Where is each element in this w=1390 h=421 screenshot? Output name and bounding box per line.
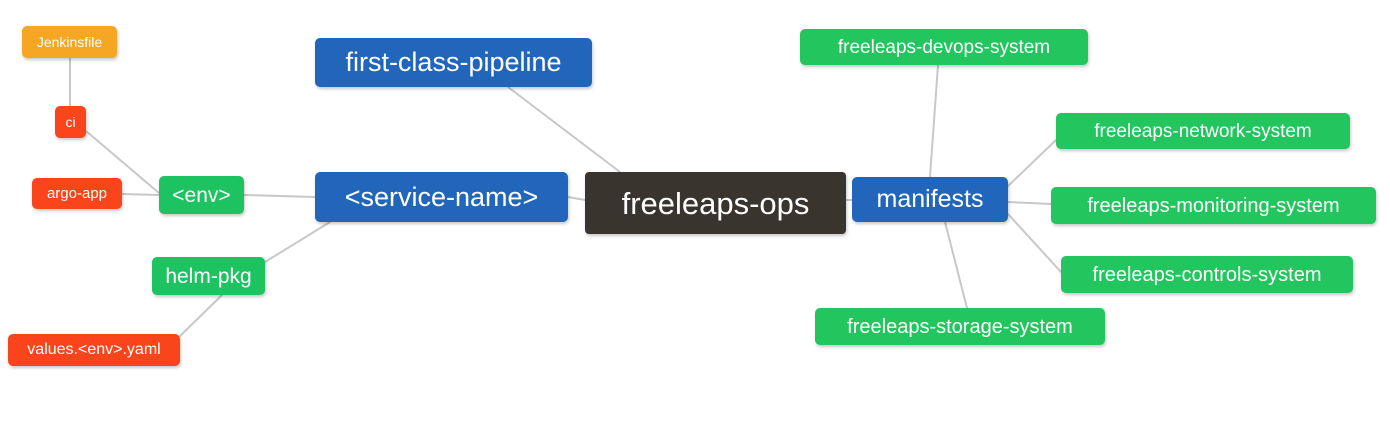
- node-env[interactable]: <env>: [159, 176, 244, 214]
- node-label: freeleaps-monitoring-system: [1087, 194, 1340, 217]
- node-label: freeleaps-storage-system: [847, 315, 1073, 338]
- node-values-yaml[interactable]: values.<env>.yaml: [8, 334, 180, 366]
- node-freeleaps-network-system[interactable]: freeleaps-network-system: [1056, 113, 1350, 149]
- node-label: <env>: [172, 183, 231, 207]
- node-label: helm-pkg: [165, 264, 252, 288]
- edge-env-to-service-name: [243, 194, 316, 198]
- node-manifests[interactable]: manifests: [852, 177, 1008, 222]
- node-label: freeleaps-ops: [621, 185, 810, 221]
- edge-values-yaml-to-helm-pkg: [179, 294, 223, 337]
- edge-manifests-to-freeleaps-storage-system: [944, 221, 968, 309]
- edge-helm-pkg-to-service-name: [264, 221, 331, 263]
- node-freeleaps-ops[interactable]: freeleaps-ops: [585, 172, 846, 234]
- node-label: freeleaps-devops-system: [837, 36, 1051, 58]
- node-argo-app[interactable]: argo-app: [32, 178, 122, 209]
- node-label: Jenkinsfile: [36, 34, 103, 50]
- node-first-class-pipeline[interactable]: first-class-pipeline: [315, 38, 592, 87]
- node-label: freeleaps-network-system: [1094, 120, 1312, 142]
- edge-manifests-to-freeleaps-monitoring-system: [1007, 201, 1052, 205]
- node-freeleaps-controls-system[interactable]: freeleaps-controls-system: [1061, 256, 1353, 293]
- node-freeleaps-devops-system[interactable]: freeleaps-devops-system: [800, 29, 1088, 65]
- edge-argo-app-to-env: [121, 193, 160, 196]
- node-ci[interactable]: ci: [55, 106, 86, 138]
- node-label: <service-name>: [344, 181, 539, 212]
- edge-manifests-to-freeleaps-network-system: [1007, 139, 1057, 187]
- edge-first-class-pipeline-to-freeleaps-ops: [507, 86, 621, 173]
- node-label: argo-app: [46, 185, 108, 202]
- node-jenkinsfile[interactable]: Jenkinsfile: [22, 26, 117, 58]
- node-label: manifests: [876, 185, 984, 213]
- node-label: values.<env>.yaml: [27, 341, 161, 358]
- edge-service-name-to-freeleaps-ops: [567, 196, 586, 201]
- node-helm-pkg[interactable]: helm-pkg: [152, 257, 265, 295]
- node-service-name[interactable]: <service-name>: [315, 172, 568, 222]
- node-label: freeleaps-controls-system: [1092, 263, 1322, 286]
- node-freeleaps-monitoring-system[interactable]: freeleaps-monitoring-system: [1051, 187, 1376, 224]
- edge-manifests-to-freeleaps-devops-system: [929, 64, 939, 178]
- node-freeleaps-storage-system[interactable]: freeleaps-storage-system: [815, 308, 1105, 345]
- node-label: first-class-pipeline: [345, 47, 562, 77]
- node-label: ci: [65, 114, 76, 130]
